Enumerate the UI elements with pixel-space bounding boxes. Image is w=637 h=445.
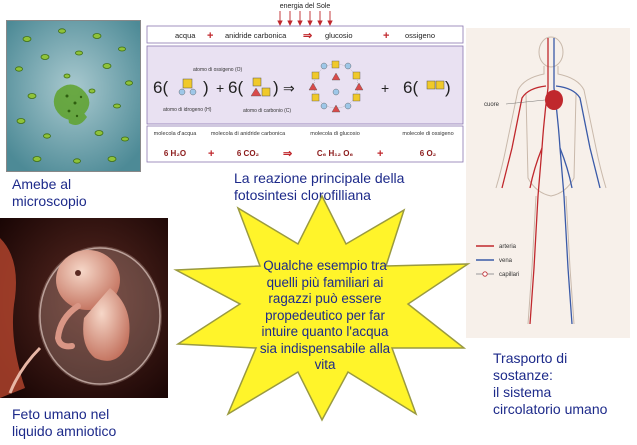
photosynthesis-caption: La reazione principale della fotosintesi… <box>234 170 405 203</box>
formula-water: 6 H₂O <box>164 149 186 158</box>
plus-operator-5: + <box>208 148 214 160</box>
starburst <box>172 192 472 424</box>
atom-label-oxygen: atomo di ossigeno (O) <box>193 67 243 73</box>
word-anidride: anidride carbonica <box>225 31 287 40</box>
legend-vein: vena <box>499 258 513 264</box>
plus-operator-3: + <box>216 80 224 96</box>
plus-operator-4: + <box>381 80 389 96</box>
svg-text:): ) <box>445 78 451 97</box>
coefficient-o2: 6( <box>403 78 418 97</box>
legend-capillaries: capillari <box>499 272 519 278</box>
circulatory-icon: cuore arteria vena capillari <box>466 28 630 338</box>
plus-operator-1: + <box>207 30 213 42</box>
molecule-name-co2: molecola di anidride carbonica <box>211 131 286 137</box>
reaction-arrow-3: ⇒ <box>283 148 292 160</box>
fetus-photo <box>0 218 168 398</box>
coefficient-co2: 6( <box>228 78 243 97</box>
fetus-icon <box>0 218 168 398</box>
formula-strip <box>146 125 464 163</box>
formula-co2: 6 CO₂ <box>237 149 260 158</box>
formula-glucose: C₆ H₁₂ O₆ <box>317 149 354 158</box>
molecule-name-o2: molecole di ossigeno <box>402 131 453 137</box>
word-equation-box <box>146 25 464 44</box>
atom-label-hydrogen: atomo di idrogeno (H) <box>163 107 212 113</box>
amoebae-photo <box>6 20 141 172</box>
molecule-name-water: molecola d'acqua <box>154 131 198 137</box>
circulatory-diagram: cuore arteria vena capillari <box>466 28 630 338</box>
formula-o2: 6 O₂ <box>420 149 437 158</box>
molecule-name-glucose: molecola di glucosio <box>310 131 360 137</box>
svg-text:): ) <box>203 78 209 97</box>
star-text: Qualche esempio tra quelli più familiari… <box>259 258 391 372</box>
fetus-caption: Feto umano nel liquido amniotico <box>12 406 117 439</box>
word-acqua: acqua <box>175 31 196 40</box>
coefficient-water: 6( <box>153 78 168 97</box>
sun-rays-icon <box>277 11 333 27</box>
reaction-arrow-1: ⇒ <box>303 30 312 42</box>
plus-operator-6: + <box>377 148 383 160</box>
starburst-polygon <box>173 194 471 422</box>
starburst-icon <box>173 194 471 422</box>
legend-artery: arteria <box>499 244 517 250</box>
sun-energy-label: energia del Sole <box>280 3 331 10</box>
svg-text:): ) <box>273 78 279 97</box>
molecule-diagram-area <box>146 45 464 125</box>
heart-label: cuore <box>484 102 500 108</box>
amoebae-icon <box>7 21 140 171</box>
plus-operator-2: + <box>383 30 389 42</box>
word-ossigeno: ossigeno <box>405 31 435 40</box>
word-glucosio: glucosio <box>325 31 353 40</box>
heart-icon <box>545 90 563 110</box>
reaction-arrow-2: ⇒ <box>283 80 295 96</box>
atom-label-carbon: atomo di carbonio (C) <box>243 108 291 114</box>
amoebae-caption: Amebe al microscopio <box>12 176 87 209</box>
glucose-molecule-icon <box>308 60 364 113</box>
photosynthesis-panel: energia del Sole acqua + anidride carbon… <box>145 0 465 168</box>
circulatory-caption: Trasporto di sostanze: il sistema circol… <box>493 350 608 417</box>
